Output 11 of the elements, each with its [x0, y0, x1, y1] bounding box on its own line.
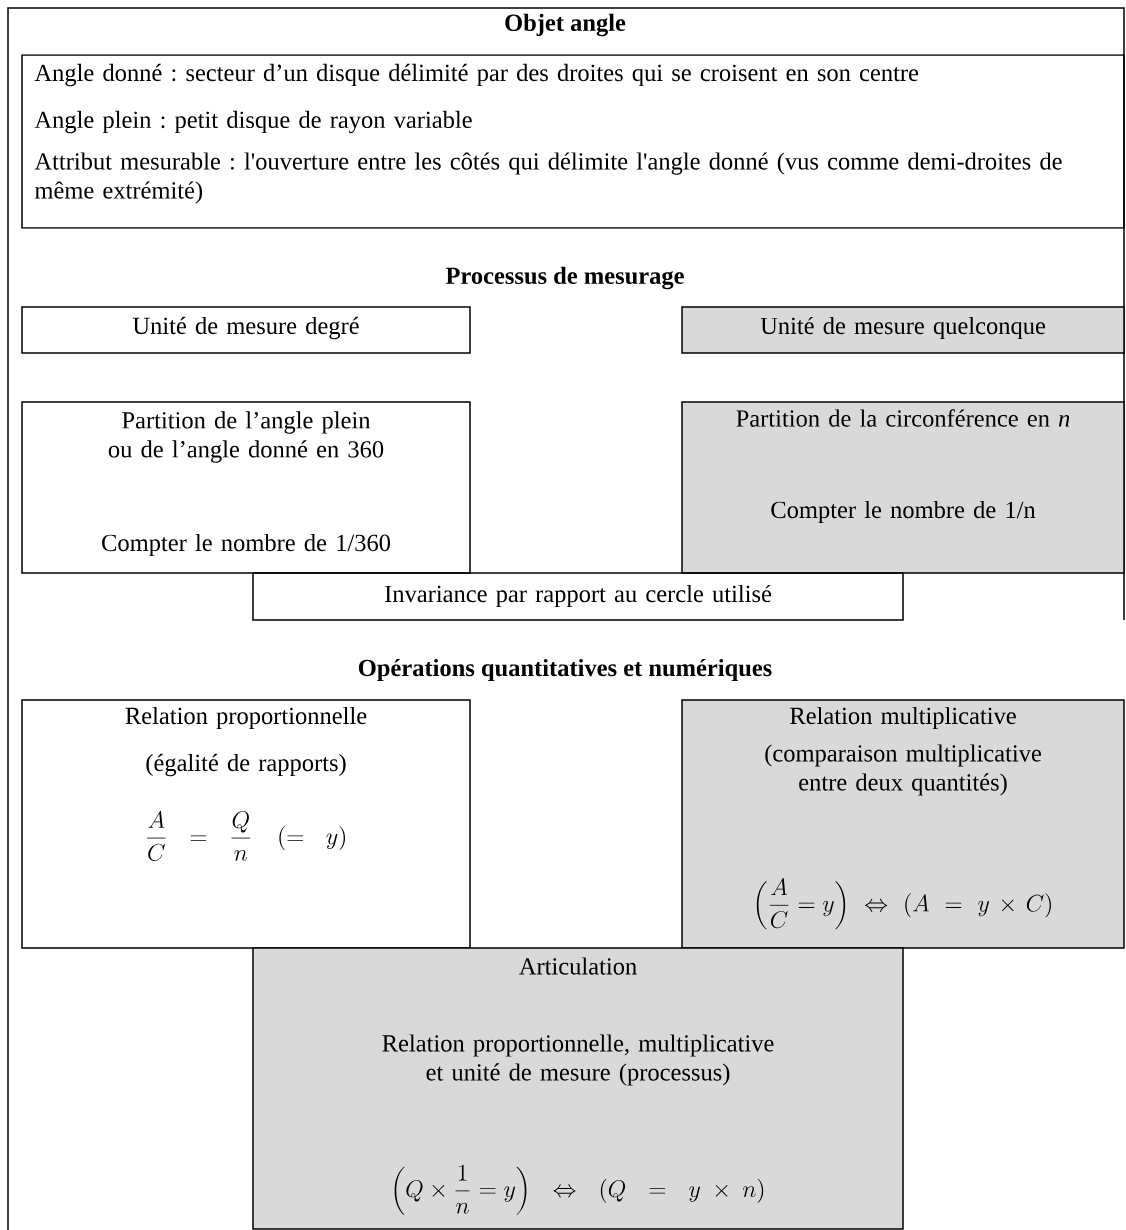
section-heading: Opérations quantitatives et numériques — [358, 658, 772, 682]
text-box: Unité de mesure degré — [21, 306, 471, 354]
text-box: Angle donné : secteur d’un disque délimité par des droites qui se croisent en son centre Angle plein : petit disque de rayon variable Attribut mesurable : l'ouverture entre les côtés qui délimite l'angle donné (vus comme demi-droites de même extrémité) — [21, 54, 1125, 229]
text-box: Partition de l’angle plein ou de l’angle donné en 360 Compter le nombre de 1/360 — [21, 401, 471, 574]
text-box: Partition de la circonférence en n Compter le nombre de 1/n — [681, 401, 1125, 574]
text-box: Invariance par rapport au cercle utilisé — [252, 572, 904, 621]
text-box: Relation proportionnelle (égalité de rapports) $\frac{A}{C}=\frac{Q}{n}\quad(=y)$ — [21, 699, 471, 949]
text-box: Unité de mesure quelconque — [681, 306, 1125, 354]
text-box: Articulation Relation proportionnelle, multiplicative et unité de mesure (processus) $\left(Q\times\frac{1}{n}=y\right)\Leftrightarrow(Q=y\times n)$ — [252, 947, 904, 1230]
section-heading: Processus de mesurage — [445, 266, 684, 290]
text-box: Relation multiplicative (comparaison multiplicative entre deux quantités) $\left(\frac{A}{C}=y\right)\Leftrightarrow(A=y\times C)$ — [681, 699, 1125, 949]
